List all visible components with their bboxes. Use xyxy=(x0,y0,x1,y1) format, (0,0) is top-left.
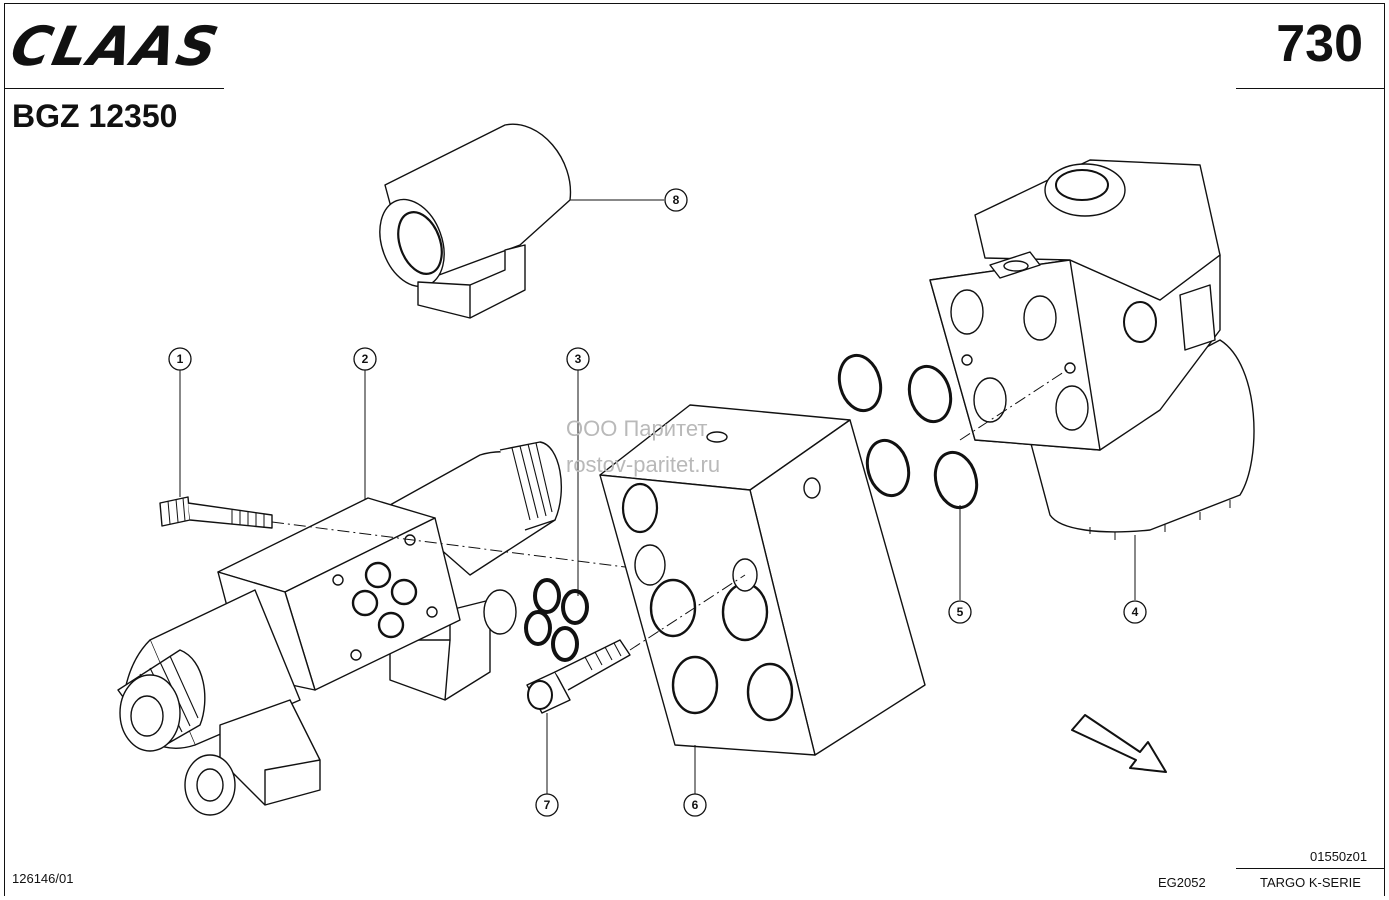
callout-8-label: 8 xyxy=(673,193,680,207)
header-rule-right xyxy=(1236,88,1384,89)
o-rings-part-3 xyxy=(524,578,589,662)
callout-6-label: 6 xyxy=(692,798,699,812)
intermediate-block-part-6 xyxy=(599,404,926,756)
figure-code: 01550z01 xyxy=(1310,849,1368,864)
page-number: 730 xyxy=(1276,15,1363,73)
frame-top-line xyxy=(4,3,1385,4)
series-name: TARGO K-SERIE xyxy=(1260,875,1361,890)
short-bolt-part-7 xyxy=(526,639,631,714)
callout-3-label: 3 xyxy=(575,352,582,366)
assembly-axis-lines xyxy=(271,367,1071,651)
steering-unit-part-4 xyxy=(929,159,1255,540)
callout-1-label: 1 xyxy=(177,352,184,366)
watermark-url: rostov-paritet.ru xyxy=(566,452,721,477)
footer-rule xyxy=(1236,868,1384,869)
model-code: BGZ 12350 xyxy=(12,98,178,134)
callout-circles xyxy=(168,188,1147,817)
frame-left-line xyxy=(4,3,5,896)
callout-2-label: 2 xyxy=(362,352,369,366)
callout-leaders xyxy=(179,199,1136,795)
directional-valve-part-2 xyxy=(117,441,562,816)
callout-5-label: 5 xyxy=(957,605,964,619)
callout-4-label: 4 xyxy=(1132,605,1139,619)
doc-number: 126146/01 xyxy=(12,871,74,886)
o-rings-part-5 xyxy=(837,353,979,510)
long-bolt-part-1 xyxy=(159,496,273,529)
callout-7-label: 7 xyxy=(544,798,551,812)
solenoid-coil-part-8 xyxy=(379,123,572,319)
frame-right-line xyxy=(1384,3,1385,896)
group-code: EG2052 xyxy=(1158,875,1206,890)
header-rule-left xyxy=(4,88,224,89)
watermark-company: ООО Паритет xyxy=(566,416,708,441)
direction-arrow xyxy=(1071,714,1167,773)
